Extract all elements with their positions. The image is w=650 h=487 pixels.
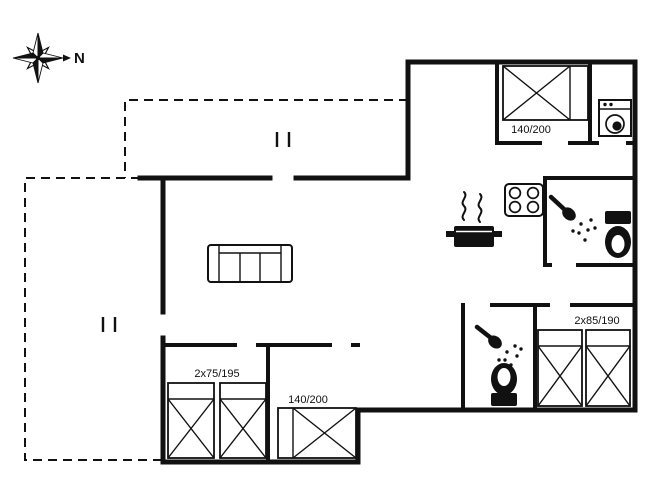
north-arrow-icon bbox=[63, 54, 71, 62]
interior-wall bbox=[161, 60, 637, 464]
north-label: N bbox=[74, 50, 85, 67]
compass-center-dot bbox=[35, 55, 41, 61]
washing-machine-icon bbox=[598, 99, 632, 137]
toilet-icon bbox=[491, 363, 517, 406]
exterior-wall bbox=[137, 59, 638, 465]
compass-rose-icon: N bbox=[12, 32, 85, 84]
double-bed-icon bbox=[502, 65, 589, 121]
bed-size-label: 2x75/195 bbox=[194, 368, 239, 380]
terrace-outline-left bbox=[24, 177, 163, 461]
steaming-pot-icon bbox=[446, 191, 502, 247]
double-bed-icon bbox=[277, 407, 357, 459]
terrace-step-marks bbox=[101, 132, 291, 332]
bed-size-label: 2x85/190 bbox=[574, 315, 619, 327]
compass-star-black-half bbox=[12, 32, 64, 84]
toilet-icon bbox=[605, 211, 631, 258]
stove-hob-icon bbox=[504, 183, 544, 217]
sofa-icon bbox=[207, 244, 293, 283]
single-bed-icon bbox=[219, 382, 267, 459]
shower-icon bbox=[474, 324, 523, 367]
terrace-outline-top bbox=[124, 99, 408, 178]
single-bed-icon bbox=[167, 382, 215, 459]
single-bed-icon bbox=[537, 329, 583, 407]
bed-size-label: 140/200 bbox=[288, 394, 328, 406]
single-bed-icon bbox=[585, 329, 631, 407]
bed-size-label: 140/200 bbox=[511, 124, 551, 136]
shower-icon bbox=[548, 194, 597, 242]
